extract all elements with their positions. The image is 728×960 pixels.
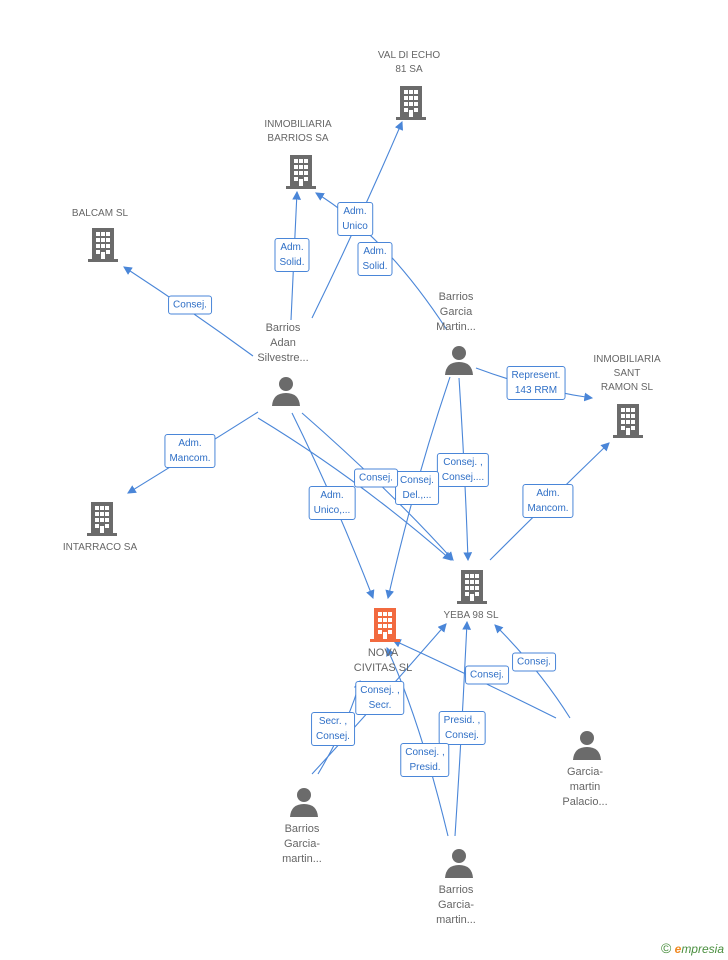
empresia-logo: © empresia [661, 940, 724, 956]
edge-label-adm-unico[interactable]: Adm. Unico,... [308, 486, 356, 520]
logo-wordmark: mpresia [681, 942, 724, 956]
edge-label-consej-secr[interactable]: Consej. , Secr. [355, 681, 405, 715]
building-icon [88, 228, 118, 262]
edge-label-represent[interactable]: Represent. 143 RRM [506, 366, 566, 400]
edge-label-adm-solid[interactable]: Adm. Solid. [357, 242, 393, 276]
edge-label-adm-solid[interactable]: Adm. Solid. [274, 238, 310, 272]
node-label-balcam[interactable]: BALCAM SL [71, 208, 129, 219]
edge-label-consej[interactable]: Consej. [465, 665, 509, 685]
edge-label-presid-consej[interactable]: Presid. , Consej. [438, 711, 486, 745]
node-label-barrios-garcia-martin-bottom[interactable]: Barrios Garcia- martin... [436, 884, 476, 926]
edge-label-secr-consej[interactable]: Secr. , Consej. [311, 712, 355, 746]
building-icon [396, 86, 426, 120]
node-label-intarraco[interactable]: INTARRACO SA [62, 542, 138, 553]
building-icon [613, 404, 643, 438]
building-icon [286, 155, 316, 189]
node-label-nova-civitas[interactable]: NOVA CIVITAS SL [353, 647, 413, 674]
node-label-barrios-adan[interactable]: Barrios Adan Silvestre... [257, 322, 309, 364]
building-focus-icon [370, 608, 400, 642]
node-label-barrios-garcia-martin-left[interactable]: Barrios Garcia- martin... [282, 823, 322, 865]
copyright-icon: © [660, 940, 672, 956]
edge-label-consej[interactable]: Consej. [354, 468, 398, 488]
edge-label-adm-mancom[interactable]: Adm. Mancom. [522, 484, 574, 518]
edge-label-consej-del[interactable]: Consej. Del.,... [395, 471, 439, 505]
node-label-inmobiliaria-barrios[interactable]: INMOBILIARIA BARRIOS SA [264, 119, 332, 144]
node-label-yeba[interactable]: YEBA 98 SL [443, 610, 499, 621]
edge-label-consej-consej[interactable]: Consej. , Consej.... [436, 453, 490, 487]
logo-letter: e [674, 942, 682, 956]
edge [386, 646, 449, 837]
person-icon [445, 346, 473, 375]
person-icon [573, 731, 601, 760]
building-icon [87, 502, 117, 536]
edge-label-consej-balcam[interactable]: Consej. [168, 295, 212, 315]
edge-label-consej[interactable]: Consej. [512, 652, 556, 672]
node-label-garcia-martin-palacio[interactable]: Garcia- martin Palacio... [562, 766, 608, 808]
node-label-inmobiliaria-sant-ramon[interactable]: INMOBILIARIA SANT RAMON SL [593, 354, 661, 393]
person-icon [445, 849, 473, 878]
node-label-val-di-echo[interactable]: VAL DI ECHO 81 SA [377, 50, 441, 75]
node-label-barrios-garcia-martin-top[interactable]: Barrios Garcia Martin... [436, 291, 476, 333]
edge-label-adm-mancom[interactable]: Adm. Mancom. [164, 434, 216, 468]
person-icon [272, 377, 300, 406]
building-icon [457, 570, 487, 604]
edge-label-consej-presid[interactable]: Consej. , Presid. [400, 743, 450, 777]
edge [301, 412, 454, 561]
edge-label-adm-unico-top[interactable]: Adm. Unico [337, 202, 373, 236]
person-icon [290, 788, 318, 817]
